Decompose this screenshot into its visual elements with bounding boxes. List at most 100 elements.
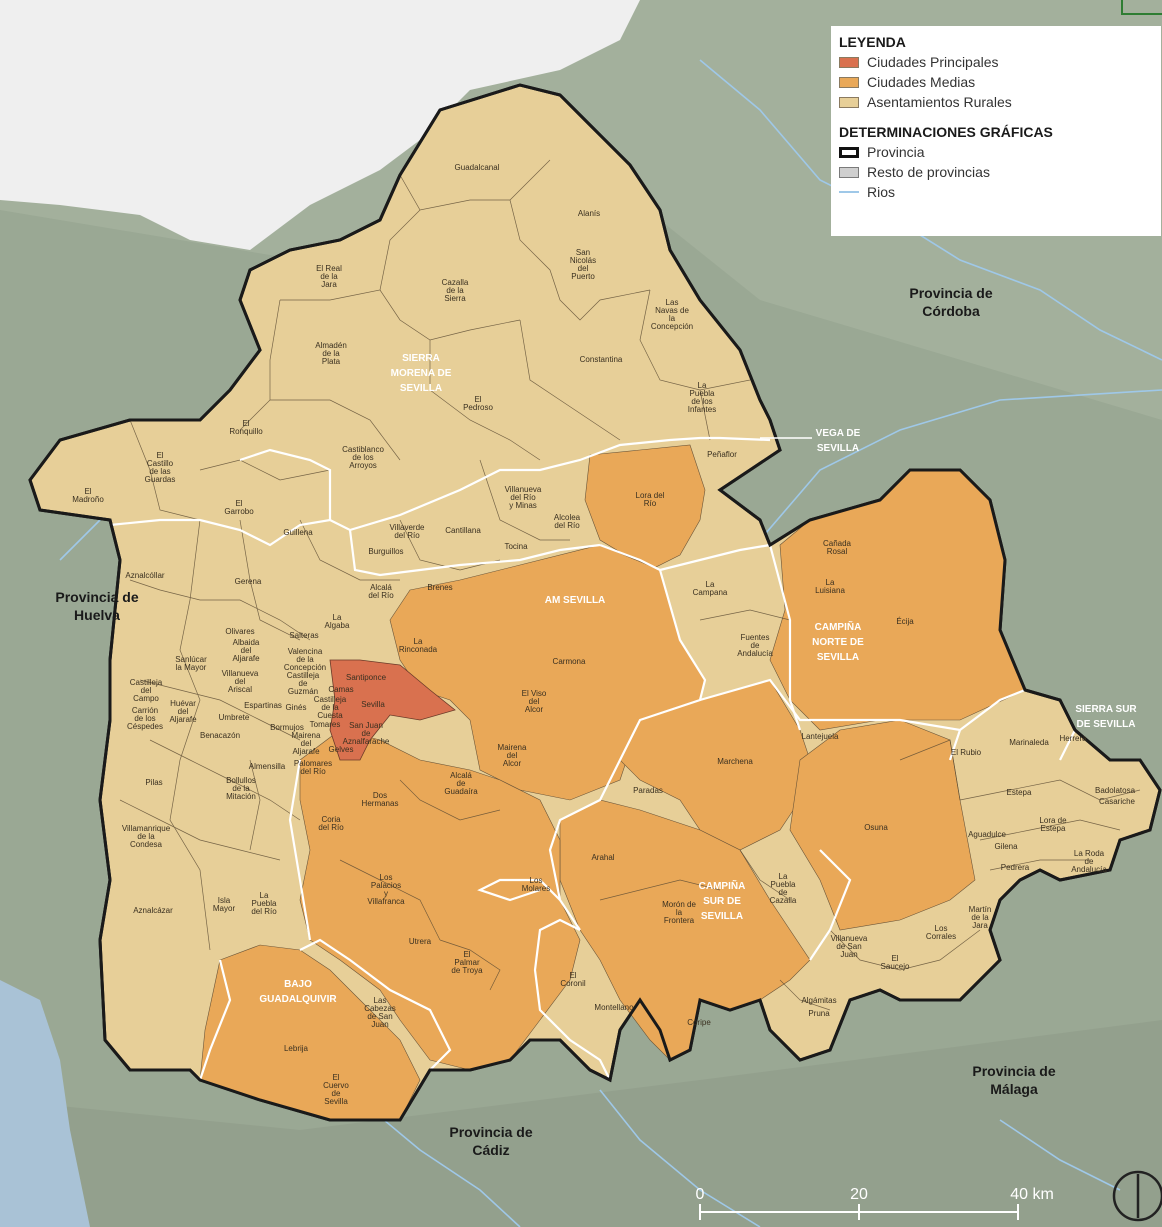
town-label: Osuna <box>864 823 888 832</box>
town-label: Santiponce <box>346 673 387 682</box>
north-arrow-icon <box>1112 1170 1162 1222</box>
legend-label: Provincia <box>867 144 925 160</box>
legend-item-medias: Ciudades Medias <box>839 72 1153 92</box>
town-label: Gerena <box>235 577 262 586</box>
legend-label: Ciudades Principales <box>867 54 999 70</box>
legend-swatch-resto <box>839 166 859 178</box>
town-label: Pilas <box>145 778 162 787</box>
town-label: Casariche <box>1099 797 1136 806</box>
scale-bar: 0 20 40 km <box>696 1186 1054 1220</box>
town-label: Gelves <box>329 745 354 754</box>
sea <box>0 980 90 1227</box>
legend-label: Ciudades Medias <box>867 74 976 90</box>
legend-swatch-principales <box>839 56 859 68</box>
town-label: Peñaflor <box>707 450 737 459</box>
town-label: Aguadulce <box>968 830 1006 839</box>
town-label: Tocina <box>504 542 528 551</box>
town-label: Pruna <box>808 1009 830 1018</box>
ciudades-medias-areas <box>199 444 1026 1121</box>
town-label: Almensilla <box>249 762 286 771</box>
legend-swatch-medias <box>839 76 859 88</box>
legend-title: LEYENDA <box>839 34 906 50</box>
town-label: Badolatosa <box>1095 786 1136 795</box>
town-label: Espartinas <box>244 701 282 710</box>
legend-item-rios: Rios <box>839 182 1153 202</box>
legend-label: Asentamientos Rurales <box>867 94 1012 110</box>
legend-label: Rios <box>867 184 896 200</box>
town-label: Lantejuela <box>802 732 839 741</box>
town-label: Constantina <box>580 355 623 364</box>
town-label: Aznalcóllar <box>125 571 164 580</box>
legend-item-rurales: Asentamientos Rurales <box>839 92 1153 112</box>
scale-label-0: 0 <box>696 1186 705 1203</box>
legend-swatch-provincia <box>839 146 859 158</box>
legend-swatch-rurales <box>839 96 859 108</box>
town-label: Benacazón <box>200 731 240 740</box>
region-label-am-sevilla: AM SEVILLA <box>545 595 606 606</box>
town-label: Pedrera <box>1001 863 1030 872</box>
town-label: Lebrija <box>284 1044 309 1053</box>
town-label: Ginés <box>286 703 307 712</box>
town-label: Arahal <box>591 853 614 862</box>
town-label: Utrera <box>409 937 432 946</box>
town-label: Alanís <box>578 209 600 218</box>
town-label: Olivares <box>225 627 254 636</box>
town-label: Salteras <box>289 631 318 640</box>
frame-corner <box>1121 0 1162 15</box>
town-label: Estepa <box>1007 788 1032 797</box>
town-label: Umbrete <box>219 713 250 722</box>
legend-swatch-rios <box>839 191 859 193</box>
town-label: Herrera <box>1059 734 1087 743</box>
town-label: Coripe <box>687 1018 711 1027</box>
